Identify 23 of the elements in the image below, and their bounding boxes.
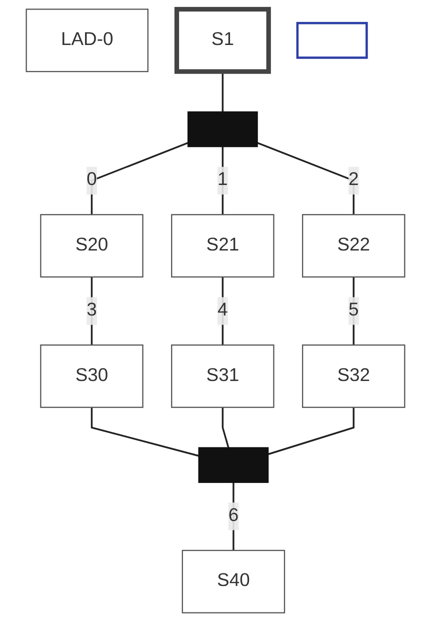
node-box: S31	[171, 344, 274, 408]
connector	[222, 72, 224, 112]
node-bar	[198, 447, 269, 483]
node-box: S21	[171, 214, 274, 278]
node-box: S32	[302, 344, 406, 408]
node-bar	[187, 111, 258, 148]
node-box: LAD-0	[26, 8, 148, 72]
connector	[90, 407, 200, 457]
node-box	[296, 22, 368, 59]
node-box: S22	[302, 214, 406, 278]
edge-label: 4	[218, 300, 228, 320]
connector	[268, 407, 354, 456]
node-box: S40	[182, 550, 286, 614]
edge-label: 5	[348, 300, 359, 320]
edge-label: 6	[228, 506, 239, 526]
edge-label: 2	[348, 170, 359, 190]
node-box: S1	[174, 6, 271, 74]
node-box: S20	[40, 214, 144, 278]
edge-label: 1	[218, 170, 228, 190]
connector	[222, 407, 230, 448]
node-box: S30	[40, 344, 144, 408]
edge-label: 0	[86, 170, 97, 190]
edge-label: 3	[86, 300, 97, 320]
